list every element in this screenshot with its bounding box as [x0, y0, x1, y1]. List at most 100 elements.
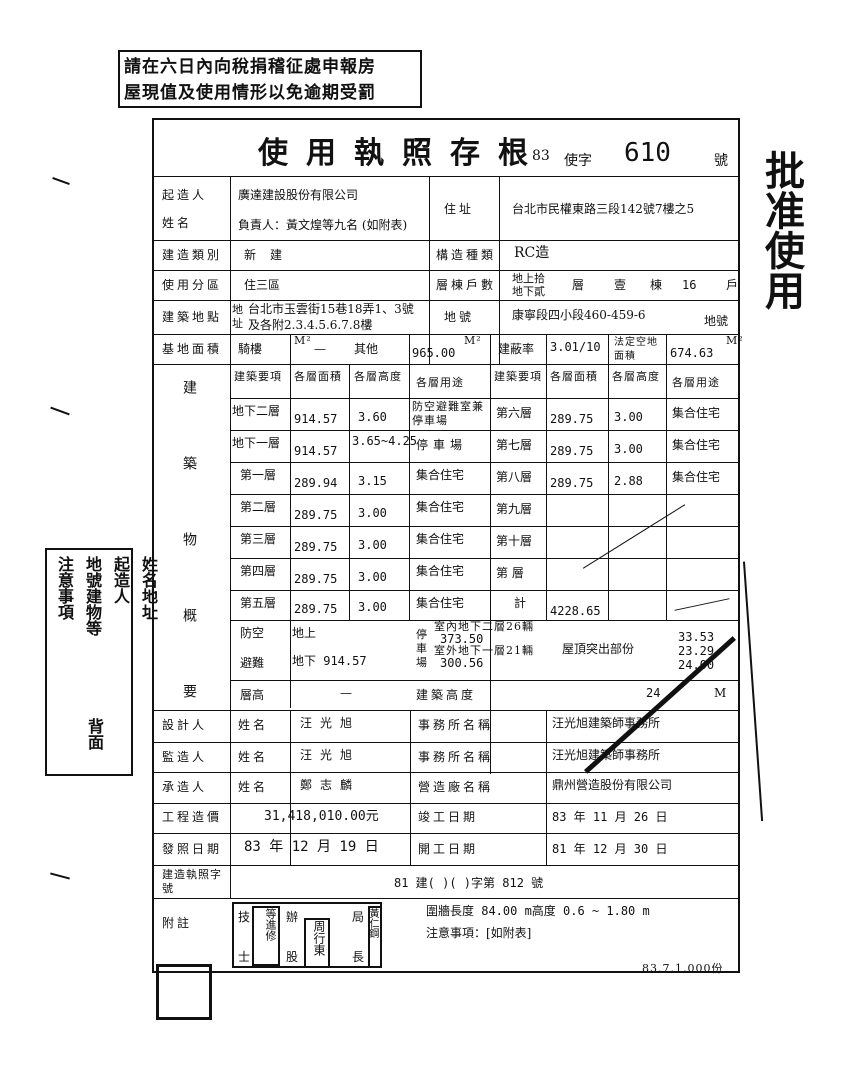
header-area-left: 各層面積 — [294, 370, 342, 383]
firm-name: 鼎州營造股份有限公司 — [552, 778, 673, 792]
sign-label: 局 — [352, 910, 365, 924]
storey-height-value: — — [340, 686, 352, 700]
households-unit: 戶 — [726, 278, 739, 292]
structure-value: RC造 — [514, 245, 550, 261]
firm-label: 營造廠名稱 — [418, 780, 494, 794]
sign-label: 辦 — [286, 910, 299, 924]
cost-label: 工程造價 — [162, 810, 223, 824]
households-value: 16 — [682, 278, 697, 292]
cert-word: 使字 — [564, 153, 592, 169]
header-item-right: 建築要項 — [494, 370, 542, 383]
margin-mark — [50, 872, 70, 880]
parking-outdoor-area: 300.56 — [440, 656, 484, 670]
header-item-left: 建築要項 — [234, 370, 282, 383]
build-type-value: 新建 — [244, 248, 297, 262]
header-use-left: 各層用途 — [416, 376, 464, 389]
buildings-unit: 棟 — [650, 278, 663, 292]
site-label: 建築地點 — [162, 310, 223, 324]
header-use-right: 各層用途 — [672, 376, 720, 389]
official-seal-icon — [156, 964, 212, 1020]
roof-value-1: 33.53 — [678, 630, 715, 644]
notice-note: 注意事項：[如附表] — [426, 926, 532, 940]
void-stroke — [582, 504, 686, 569]
designer-office-label: 事務所名稱 — [418, 718, 494, 732]
signature-block: 技 士 辦 股 局 長 等進修 周行東 黃仁鋼 — [232, 902, 382, 968]
site-prefix-1: 地 — [232, 303, 244, 316]
sign-label: 士 — [238, 950, 251, 964]
designer-label: 設計人 — [162, 718, 208, 732]
side-stamp-back: 背面 — [85, 718, 104, 750]
roof-value-2: 23.29 — [678, 644, 715, 658]
address-value: 台北市民權東路三段142號7樓之5 — [512, 202, 695, 216]
open-space-unit: M² — [726, 334, 744, 347]
start-label: 開工日期 — [418, 842, 479, 856]
applicant-rep: 負責人：黃文煌等九名 (如附表) — [238, 218, 408, 232]
roof-value-3: 24.00 — [678, 658, 715, 672]
permit-form: 使用執照存根 83 使字 610 號 起造人 姓名 廣達建設股份有限公司 負責人… — [152, 118, 743, 975]
area-label: 基地面積 — [162, 342, 223, 356]
permit-value: 81 建( )( )字第 812 號 — [394, 876, 544, 890]
lot-value: 康寧段四小段460-459-6 — [512, 308, 646, 322]
supervisor-name: 汪光旭 — [300, 748, 361, 762]
attach-label: 附註 — [162, 916, 193, 930]
sign-label: 技 — [238, 910, 251, 924]
void-stroke — [674, 598, 730, 611]
side-stamp-line: 地號建物等 — [83, 556, 102, 636]
floors-above: 地上拾 — [512, 272, 545, 285]
open-space-value: 674.63 — [670, 346, 714, 360]
director-seal: 黃仁鋼 — [367, 906, 382, 968]
zoning-label: 使用分區 — [162, 278, 223, 292]
area-other-label: 其他 — [354, 342, 379, 356]
margin-mark — [52, 176, 70, 186]
supervisor-label: 監造人 — [162, 750, 208, 764]
open-space-label: 法定空地面積 — [614, 337, 658, 362]
designer-name: 汪光旭 — [300, 716, 361, 730]
cost-value: 31,418,010.00元 — [264, 809, 379, 824]
designer-name-label: 姓名 — [238, 718, 269, 732]
civil-defense-label: 防空 — [240, 626, 265, 640]
section-chief-seal: 周行東 — [304, 918, 330, 968]
side-stamp-line: 起造人 — [111, 556, 130, 604]
site-prefix-2: 址 — [232, 317, 244, 330]
side-notice-stamp: 注意事項 地號建物等 起造人 姓名地址 背面 — [45, 548, 158, 776]
parking-indoor: 室內地下二層26輛 — [434, 620, 534, 633]
designer-office: 汪光旭建築師事務所 — [552, 716, 661, 730]
coverage-label: 建蔽率 — [498, 342, 535, 356]
wall-note: 圍牆長度 84.00 m高度 0.6 ~ 1.80 m — [426, 904, 650, 918]
address-label: 住址 — [444, 202, 475, 216]
applicant-label: 起造人 — [162, 188, 208, 202]
site-address-2: 及各附2.3.4.5.6.7.8樓 — [248, 318, 373, 332]
building-summary-label: 建築物概要 — [181, 380, 197, 760]
area-unit: M² — [464, 334, 482, 347]
storey-height-label: 層高 — [240, 688, 265, 702]
parking-outdoor: 室外地下一層21輛 — [434, 644, 534, 657]
floors-label: 層棟戶數 — [436, 278, 497, 292]
building-height-label: 建築高度 — [416, 688, 477, 702]
supervisor-office-label: 事務所名稱 — [418, 750, 494, 764]
evacuation-label: 避難 — [240, 656, 265, 670]
cert-year: 83 — [532, 148, 550, 164]
lot-label: 地號 — [444, 310, 475, 324]
lot-suffix: 地號 — [704, 314, 729, 328]
build-type-label: 建造類別 — [162, 248, 223, 262]
building-height-value: 24 — [646, 686, 661, 700]
top-notice-line-2: 屋現值及使用情形以免逾期受罰 — [124, 83, 376, 103]
sign-label: 長 — [352, 950, 365, 964]
start-date: 81 年 12 月 30 日 — [552, 842, 668, 856]
contractor-name: 鄭志麟 — [300, 778, 361, 792]
zoning-value: 住三區 — [244, 278, 281, 292]
sign-label: 股 — [286, 950, 299, 964]
margin-line — [742, 558, 804, 822]
parking-indoor-area: 373.50 — [440, 632, 484, 646]
supervisor-office: 汪光旭建築師事務所 — [552, 748, 661, 762]
cert-number: 610 — [624, 138, 671, 168]
civil-below: 地下 914.57 — [292, 654, 367, 668]
issue-date: 83 年 12 月 19 日 — [244, 839, 379, 855]
cert-suffix: 號 — [714, 153, 728, 169]
contractor-name-label: 姓名 — [238, 780, 269, 794]
top-notice-stamp: 請在六日內向稅捐稽征處申報房 屋現值及使用情形以免逾期受罰 — [118, 50, 422, 108]
area-yard-unit: M² — [294, 334, 312, 347]
structure-label: 構造種類 — [436, 248, 497, 262]
header-height-left: 各層高度 — [354, 370, 402, 383]
margin-handwriting: 批准使用 — [758, 150, 805, 310]
